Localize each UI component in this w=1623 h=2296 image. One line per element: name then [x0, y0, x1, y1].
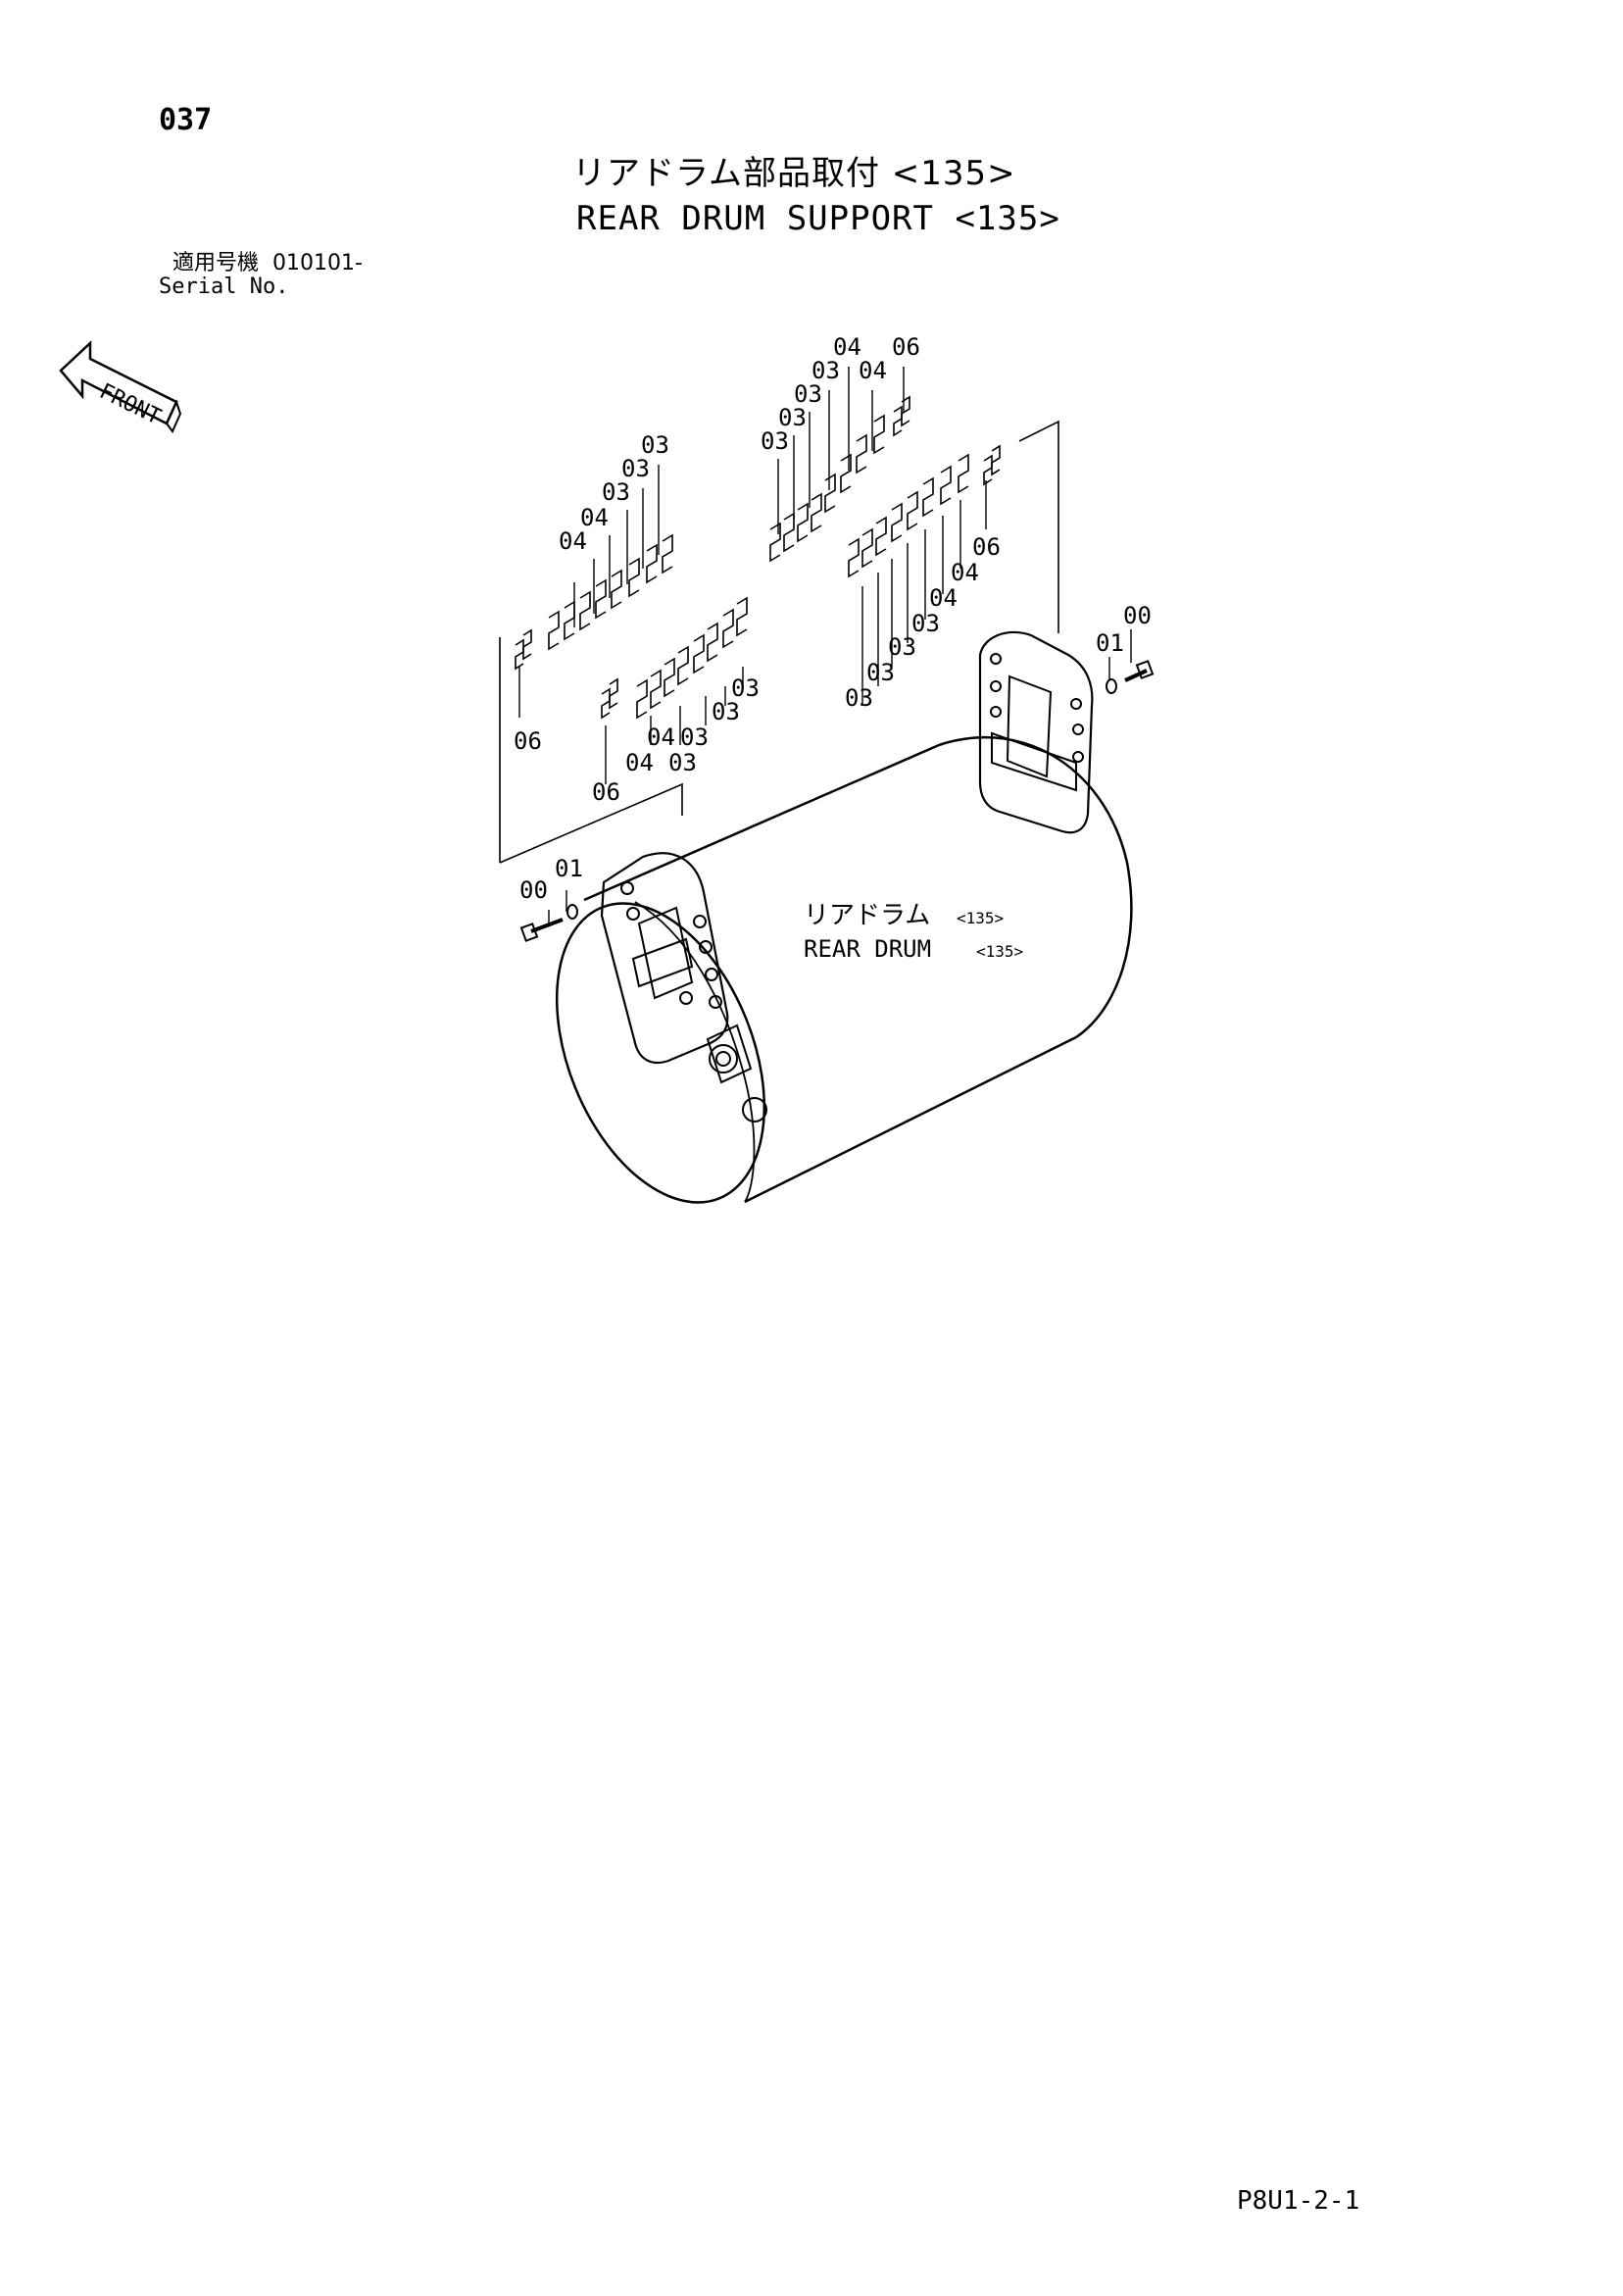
callout-04-h: 04	[929, 584, 958, 612]
callout-04-d: 04	[559, 527, 587, 555]
right-support-bracket	[978, 630, 1094, 834]
left-support-bracket	[600, 852, 729, 1065]
callout-00-left: 00	[519, 876, 548, 904]
bolt-left-icon	[519, 904, 578, 942]
drum-label-jp: リアドラム	[804, 901, 930, 930]
callout-03-n: 03	[866, 659, 895, 686]
callout-01-right: 01	[1096, 629, 1124, 657]
page-title-english: REAR DRUM SUPPORT <135>	[576, 199, 1060, 238]
callout-03-l: 03	[911, 610, 940, 637]
callout-03-k: 03	[731, 674, 760, 702]
callout-03-a: 03	[812, 357, 840, 384]
front-label: FRONT	[95, 379, 164, 430]
callout-04-b: 04	[859, 357, 887, 384]
serial-value: 010101-	[272, 251, 363, 275]
page-title-japanese: リアドラム部品取付 <135>	[572, 154, 1016, 193]
callout-03-d: 03	[761, 427, 789, 455]
callout-03-c: 03	[778, 404, 807, 431]
callout-04-g: 04	[951, 559, 979, 586]
callout-03-h: 03	[680, 724, 709, 751]
callout-04-c: 04	[580, 504, 609, 531]
callout-03-o: 03	[845, 684, 873, 712]
callout-04-a: 04	[833, 333, 861, 361]
callout-03-b: 03	[794, 380, 822, 408]
callout-06-d: 06	[972, 533, 1001, 561]
drum-label: リアドラム <135> REAR DRUM <135>	[804, 901, 1023, 963]
page-number: 037	[159, 103, 213, 137]
washer-left-icon	[566, 904, 578, 920]
callout-03-g: 03	[602, 478, 630, 506]
callout-labels: 04 06 03 04 03 03 03 03 03 03 04 04 06 0…	[514, 333, 1152, 904]
serial-applicability-jp: 適用号機 010101-	[172, 253, 363, 275]
assembly-lines	[499, 420, 1059, 864]
serial-label-jp: 適用号機	[172, 251, 260, 275]
callout-03-e: 03	[641, 431, 669, 459]
drum-code-jp: <135>	[957, 909, 1004, 927]
leader-lines	[518, 367, 1132, 925]
serial-label-en: Serial No.	[159, 275, 289, 299]
callout-01-left: 01	[555, 855, 583, 882]
bolt-right-icon	[1106, 660, 1155, 694]
callout-06-c: 06	[592, 778, 620, 806]
front-arrow-icon: FRONT	[59, 340, 182, 433]
rear-drum-drawing	[555, 735, 1133, 1204]
drum-code-en: <135>	[976, 942, 1023, 961]
drum-label-en: REAR DRUM	[804, 935, 931, 963]
callout-06-b: 06	[514, 727, 542, 755]
callout-03-i: 03	[668, 749, 697, 776]
callout-06-a: 06	[892, 333, 920, 361]
washer-right-icon	[1106, 678, 1117, 694]
callout-03-j: 03	[712, 698, 740, 725]
callout-00-right: 00	[1123, 602, 1152, 629]
callout-03-m: 03	[888, 633, 916, 661]
callout-04-e: 04	[647, 724, 675, 751]
callout-03-f: 03	[621, 455, 650, 482]
shim-stacks	[515, 395, 1001, 720]
document-code: P8U1-2-1	[1237, 2186, 1360, 2216]
callout-04-f: 04	[625, 749, 654, 776]
